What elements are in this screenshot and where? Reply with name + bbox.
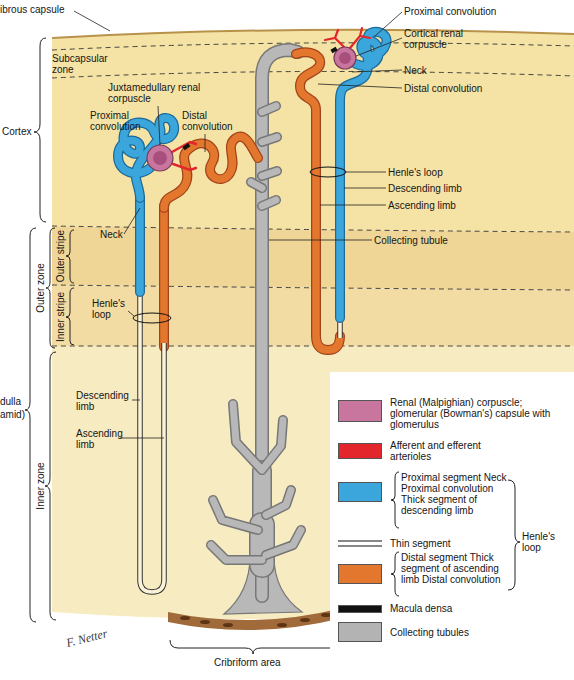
outer-stripe-brace	[66, 230, 74, 283]
leader-line	[269, 240, 372, 241]
inner-stripe-brace	[66, 288, 74, 345]
legend-text: Macula densa	[390, 603, 490, 614]
part-label: Distal convolution	[182, 110, 238, 132]
part-label: Ascending limb	[388, 200, 456, 211]
outer-zone-brace	[46, 228, 55, 348]
leader-line	[320, 205, 386, 206]
collecting-tubule	[211, 50, 302, 614]
henle-loop-marker	[310, 167, 346, 177]
leader-line	[128, 311, 134, 316]
part-label: Proximal convolution	[404, 6, 496, 17]
medulla-brace	[25, 228, 36, 622]
legend-text: Renal (Malpighian) corpuscle; glomerular…	[390, 397, 568, 430]
legend-brace	[391, 472, 399, 528]
zone-label: Inner stripe	[55, 292, 66, 342]
zone-label: Inner zone	[35, 462, 46, 509]
structure-label: ibrous capsule	[0, 4, 64, 15]
part-label: Proximal convolution	[90, 110, 146, 132]
part-label: Neck	[404, 65, 427, 76]
zone-label: Cortex	[2, 126, 36, 137]
part-label: Cortical renal corpuscle	[404, 28, 494, 50]
cortical-nephron	[296, 28, 387, 350]
cortex-brace	[34, 38, 46, 222]
legend-swatch	[338, 482, 382, 502]
leader-line	[318, 84, 402, 88]
legend-text: Collecting tubules	[390, 627, 490, 638]
fibrous-capsule-line	[52, 30, 574, 38]
cribriform-area	[168, 608, 342, 630]
henle-loop-marker	[133, 313, 171, 323]
legend-text: Proximal segment Neck Proximal convoluti…	[401, 472, 509, 516]
cribriform-bracket	[170, 640, 338, 654]
leader-line	[346, 172, 386, 173]
legend-brace	[391, 552, 399, 596]
legend-swatch	[338, 564, 382, 584]
part-label: Ascending limb	[76, 428, 132, 450]
legend-panel	[330, 372, 574, 650]
legend-swatch	[338, 443, 382, 459]
zone-label: Outer zone	[35, 263, 46, 312]
part-label: Juxtamedullary renal corpuscle	[108, 82, 208, 104]
legend-swatch	[338, 622, 382, 642]
part-label: Distal convolution	[404, 83, 482, 94]
legend-text: Distal segment Thick segment of ascendin…	[401, 552, 509, 585]
inner-zone-brace	[45, 352, 56, 620]
zone-label: dulla	[0, 396, 21, 407]
part-label: Cribriform area	[214, 657, 281, 668]
zone-label: amid)	[0, 409, 25, 420]
part-label: Collecting tubule	[374, 235, 448, 246]
legend-group-label: Henle's loop	[522, 531, 572, 553]
part-label: Descending limb	[76, 390, 132, 412]
zone-label: Subcapsular zone	[52, 53, 112, 75]
part-label: Henle's loop	[92, 298, 132, 320]
leader-line	[158, 106, 160, 145]
part-label: Descending limb	[388, 183, 462, 194]
henle-loop-brace	[508, 480, 520, 590]
zone-label: Outer stripe	[55, 230, 66, 282]
legend-text: Afferent and efferent arterioles	[390, 440, 500, 462]
thin-segment-sample	[338, 541, 382, 546]
leader-line	[132, 400, 140, 401]
leader-line	[344, 188, 386, 189]
leader-line	[352, 70, 402, 72]
leader-line	[74, 11, 110, 31]
legend-swatch	[338, 400, 382, 422]
legend-swatch	[338, 605, 382, 613]
leader-line	[356, 38, 402, 56]
leader-line	[205, 134, 206, 152]
legend-text: Thin segment	[390, 538, 490, 549]
part-label: Henle's loop	[388, 167, 443, 178]
leader-line	[124, 208, 140, 234]
artist-signature: F. Netter	[65, 627, 109, 650]
juxtamedullary-nephron	[118, 118, 258, 592]
leader-line	[375, 12, 402, 36]
leader-line	[120, 438, 164, 439]
part-label: Neck	[100, 229, 123, 240]
